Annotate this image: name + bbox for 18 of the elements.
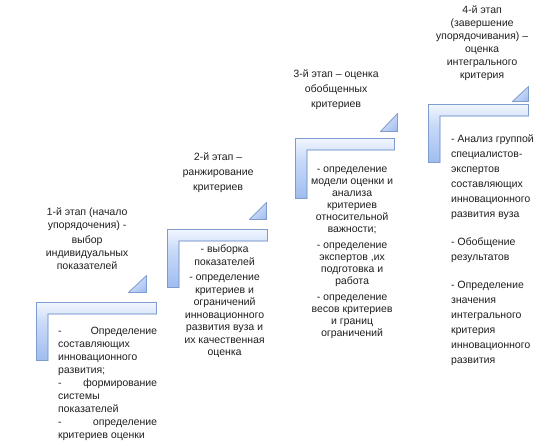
bullet-text: - выборка показателей xyxy=(193,243,256,268)
step-heading: 4-й этап (завершение упорядочивания) – оценка интегрального критерия xyxy=(434,4,530,82)
bullet-text: - Обобщение результатов xyxy=(451,235,516,265)
step-heading: 3-й этап – оценка обобщенных критериев xyxy=(292,67,380,112)
bullet-text: - Определение значения интегрального критерия инновационного развития xyxy=(451,278,532,368)
step-heading: 2-й этап – ранжирование критериев xyxy=(182,150,254,195)
bullet-text: - Анализ группой специалистов-экспертов составляющих инновационного развития вуза xyxy=(451,132,535,222)
bullet-text: - Определение составляющих инновационного развития; xyxy=(58,325,157,377)
bullet-text: - определение весов критериев и границ ограничений xyxy=(310,291,394,339)
bullet-text: - определение критериев оценки xyxy=(58,416,157,442)
bullet-text: - формирование системы показателей xyxy=(58,377,157,416)
step-heading: выбор индивидуальных показателей xyxy=(44,234,130,273)
l-shaped-step-bar xyxy=(167,229,268,288)
bullet-text: - определение модели оценки и анализа критериев относительной важности; xyxy=(310,163,394,235)
l-shaped-step-bar xyxy=(36,302,157,361)
bullet-text: - определение экспертов ,их подготовка и работа xyxy=(316,239,388,287)
bullet-text: - определение критериев и ограничений инновационного развития вуза и их качественная оценка xyxy=(183,271,266,358)
l-shaped-step-bar xyxy=(295,138,395,199)
